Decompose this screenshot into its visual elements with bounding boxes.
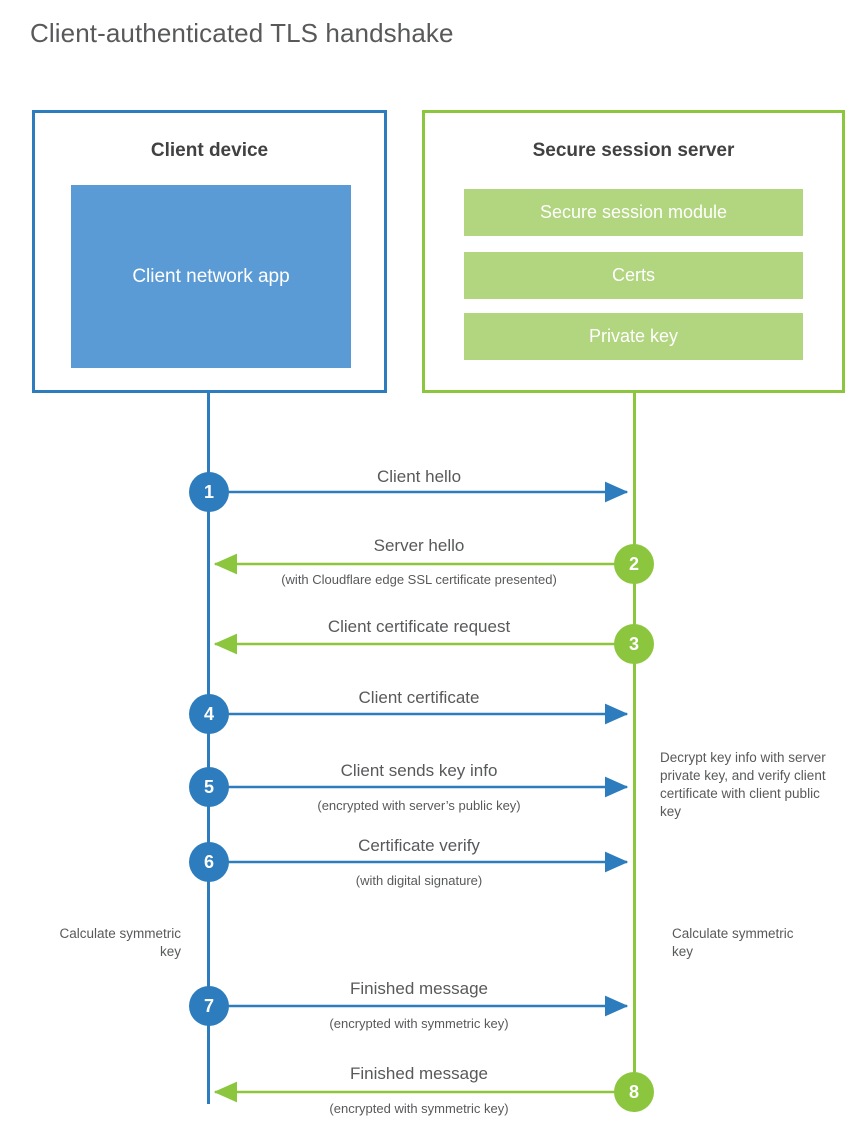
client-device-title: Client device [150, 140, 269, 161]
client-device-box: Client device Client network app [32, 110, 387, 393]
message-sub-8: (encrypted with symmetric key) [329, 1101, 509, 1116]
server-module-private-key: Private key [464, 313, 803, 360]
client-calculate-symmetric-key-annotation: Calculate symmetric key [59, 926, 181, 959]
server-module-secure-session-module: Secure session module [464, 189, 803, 236]
step-circle-6[interactable]: 6 [189, 842, 229, 882]
server-lifeline [633, 393, 636, 1093]
message-sub-6: (with digital signature) [355, 873, 483, 888]
step-circle-2[interactable]: 2 [614, 544, 654, 584]
message-label-5: Client sends key info [340, 761, 498, 780]
message-label-6: Certificate verify [358, 836, 480, 855]
message-label-7: Finished message [350, 979, 488, 998]
secure-session-server-title: Secure session server [532, 140, 735, 161]
step-circle-8[interactable]: 8 [614, 1072, 654, 1112]
step-circle-4[interactable]: 4 [189, 694, 229, 734]
page-title: Client-authenticated TLS handshake [30, 18, 454, 48]
message-label-2: Server hello [373, 536, 465, 555]
message-sub-2: (with Cloudflare edge SSL certificate pr… [281, 572, 557, 587]
client-lifeline [207, 393, 210, 1104]
server-module-certs: Certs [464, 252, 803, 299]
message-label-3: Client certificate request [327, 617, 511, 636]
message-sub-7: (encrypted with symmetric key) [329, 1016, 509, 1031]
message-label-1: Client hello [376, 467, 462, 486]
secure-session-server-box: Secure session server Secure session mod… [422, 110, 845, 393]
step-circle-5[interactable]: 5 [189, 767, 229, 807]
client-network-app-block: Client network app [71, 185, 351, 368]
step-circle-7[interactable]: 7 [189, 986, 229, 1026]
message-sub-5: (encrypted with server’s public key) [317, 798, 521, 813]
server-decrypt-annotation: Decrypt key info with server private key… [660, 750, 826, 819]
server-calculate-symmetric-key-annotation: Calculate symmetric key [672, 926, 794, 959]
message-label-8: Finished message [350, 1064, 488, 1083]
step-circle-3[interactable]: 3 [614, 624, 654, 664]
step-circle-1[interactable]: 1 [189, 472, 229, 512]
message-label-4: Client certificate [358, 688, 480, 707]
